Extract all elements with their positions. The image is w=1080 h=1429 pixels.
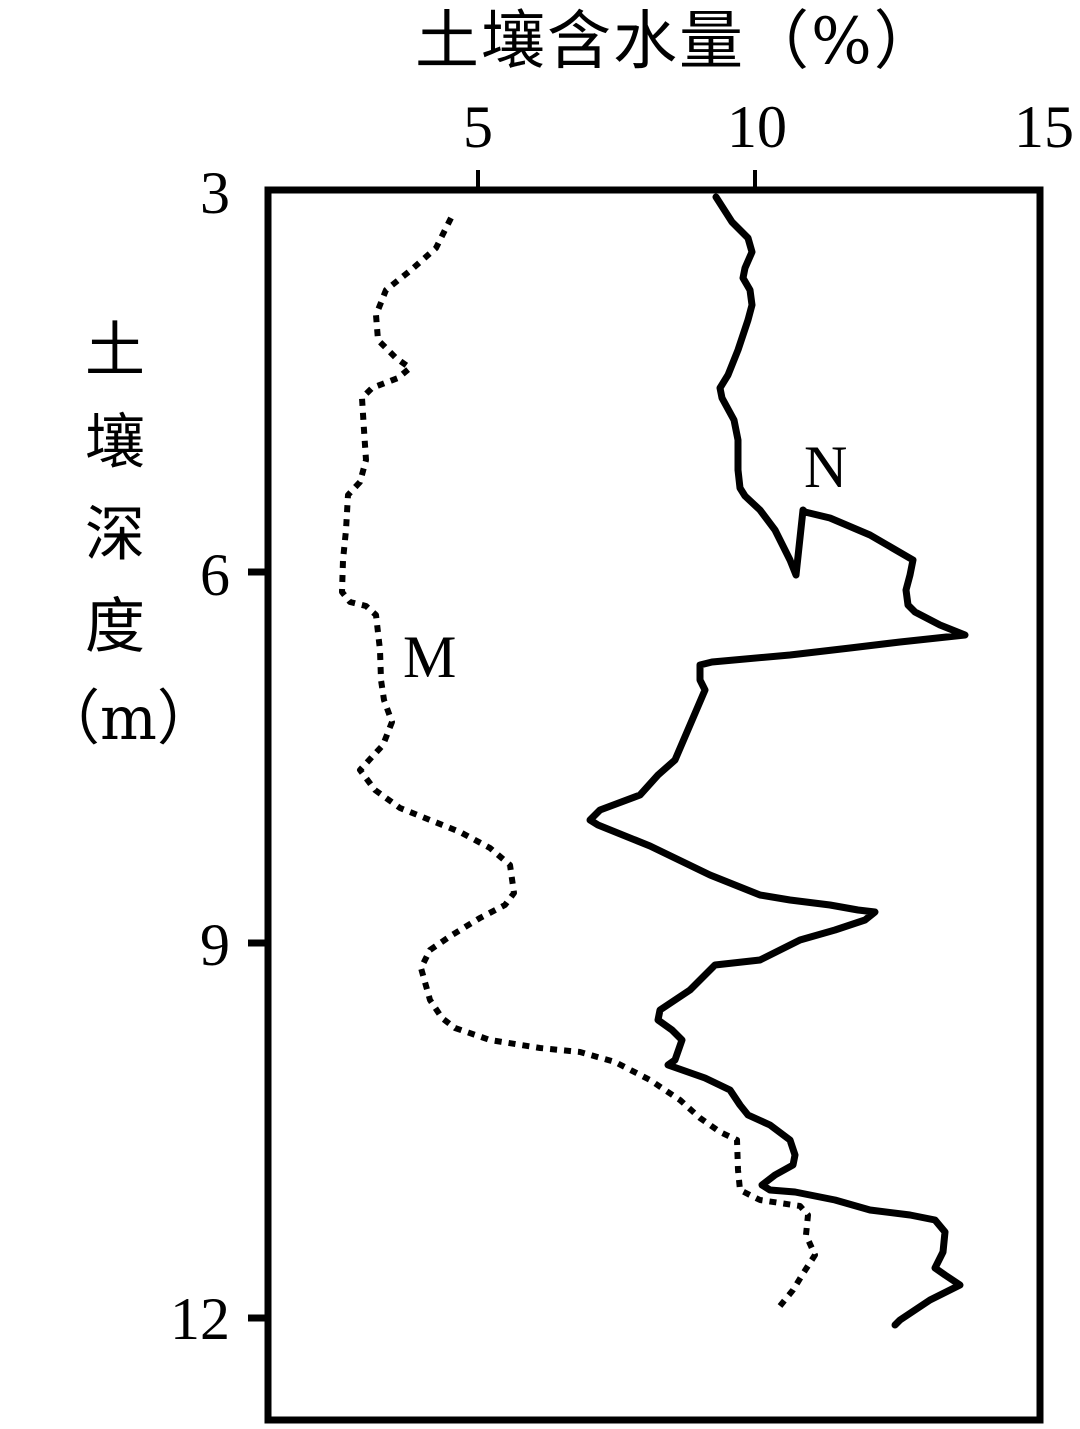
series-n-line-main xyxy=(586,193,969,1329)
y-tick-9: 9 xyxy=(200,912,230,978)
x-tick-5: 5 xyxy=(463,94,493,160)
series-label-m: M xyxy=(403,624,457,690)
y-axis-title-unit: （m） xyxy=(40,684,217,754)
y-tick-12: 12 xyxy=(170,1286,230,1352)
series-m-line xyxy=(339,216,818,1308)
x-tick-15: 15 xyxy=(1014,94,1074,160)
y-axis-title-char: 度 xyxy=(85,592,145,662)
y-axis-title: 土 壤 深 度 （m） xyxy=(40,305,217,765)
plot-frame xyxy=(264,186,1044,1424)
y-axis-title-char: 深 xyxy=(85,500,145,570)
x-tick-10: 10 xyxy=(727,94,787,160)
y-axis-title-char: 土 xyxy=(85,316,145,386)
series-label-n: N xyxy=(804,434,848,500)
y-tick-3: 3 xyxy=(200,160,230,226)
y-tick-6: 6 xyxy=(200,542,230,608)
x-axis-title: 土壤含水量（%） xyxy=(415,5,940,79)
y-axis-title-char: 壤 xyxy=(85,408,145,478)
